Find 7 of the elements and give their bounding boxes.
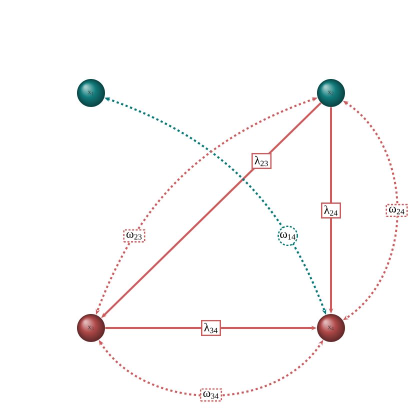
edge-label: ω$_{34}$ [200,388,222,402]
edge-label: ω$_{23}$ [123,229,146,242]
edge-label: λ$_{34}$ [201,320,222,336]
edge-label: ω$_{14}$ [278,226,298,246]
edge-label: λ$_{23}$ [252,153,272,170]
edge-label: λ$_{24}$ [321,202,342,218]
edge-label: ω$_{24}$ [386,204,408,218]
